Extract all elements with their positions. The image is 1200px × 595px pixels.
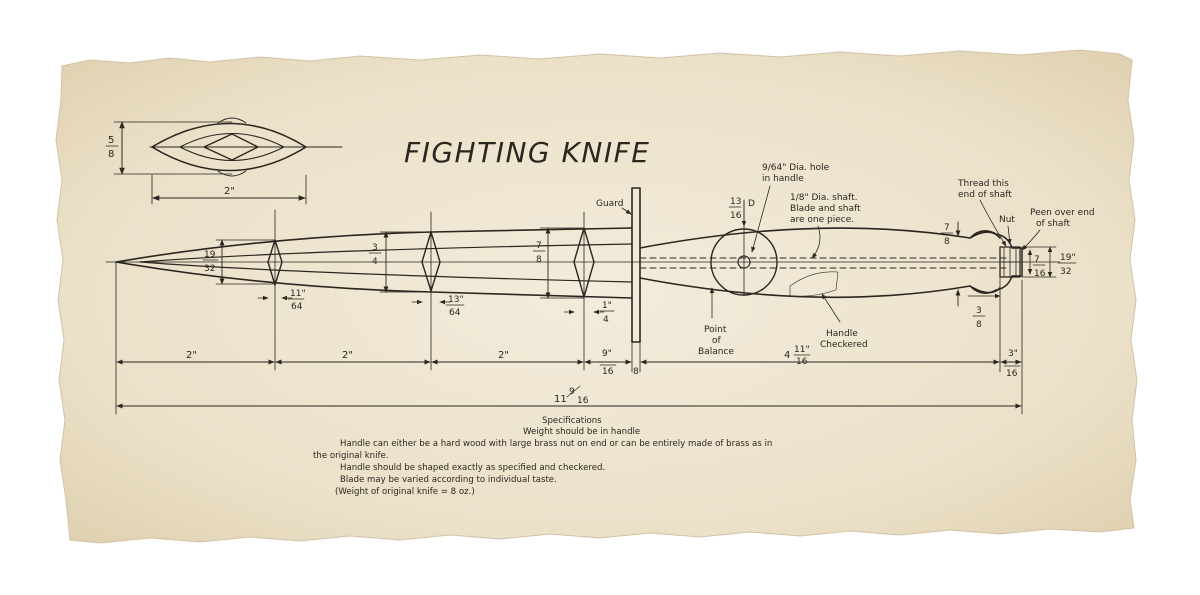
handle-len-num: 11" <box>794 345 810 355</box>
overall-den: 16 <box>577 396 589 406</box>
handle-len-den: 16 <box>796 357 808 367</box>
t3-num: 1" <box>602 301 612 311</box>
seg2-label: 2" <box>342 350 353 361</box>
nut-width-num: 3 <box>976 306 982 316</box>
shaft-line2: Blade and shaft <box>790 204 861 214</box>
shaft-line3: are one piece. <box>790 215 854 225</box>
t2-den: 64 <box>449 308 461 318</box>
t3-den: 4 <box>603 315 609 325</box>
nut-depth-num: 7 <box>1034 255 1040 265</box>
handle-height-den: 8 <box>944 237 950 247</box>
spec-line2: Handle can either be a hard wood with la… <box>340 439 772 449</box>
shaft-line1: 1/8" Dia. shaft. <box>790 193 857 203</box>
cross-section-view: 5 8 2" <box>105 117 343 205</box>
tip-height-den: 32 <box>204 264 215 274</box>
specifications: Specifications Weight should be in handl… <box>313 416 772 497</box>
pob-line2: of <box>712 336 722 346</box>
t1-num: 11" <box>290 289 306 299</box>
checkered-line2: Checkered <box>820 340 868 350</box>
nut-label: Nut <box>999 215 1015 225</box>
hole-line1: 9/64" Dia. hole <box>762 163 830 173</box>
spec-line3: the original knife. <box>313 451 389 461</box>
diameter-D: D <box>748 199 755 209</box>
peen-line2: of shaft <box>1036 219 1070 229</box>
pommel-den: 16 <box>1006 369 1018 379</box>
cross-height-num: 5 <box>108 135 114 146</box>
guard-len-den: 16 <box>602 367 614 377</box>
spec-line5: Blade may be varied according to individ… <box>340 475 557 485</box>
base-height-den: 8 <box>536 255 542 265</box>
thread-line2: end of shaft <box>958 190 1012 200</box>
cross-height-den: 8 <box>108 149 114 160</box>
length-dimensions: 2" 2" 2" 9" 16 8 4 11" 16 3" 16 11 9 16 <box>115 261 1023 415</box>
spec-line4: Handle should be shaped exactly as speci… <box>340 463 605 473</box>
seg3-label: 2" <box>498 350 509 361</box>
t2-num: 13" <box>448 295 464 305</box>
overall-num: 9 <box>569 387 575 397</box>
handle-callouts: 9/64" Dia. hole in handle 1/8" Dia. shaf… <box>698 163 1095 357</box>
blade-side-view: 19 32 3 4 7 8 11" 64 13" 64 1" 4 <box>105 209 1061 371</box>
nut-height-den: 32 <box>1060 267 1071 277</box>
thread-line1: Thread this <box>957 179 1009 189</box>
overall-whole: 11 <box>554 394 567 405</box>
seg1-label: 2" <box>186 350 197 361</box>
guard-height-num: 13 <box>730 197 741 207</box>
spec-line6: (Weight of original knife = 8 oz.) <box>335 487 475 497</box>
peen-line1: Peen over end <box>1030 208 1095 218</box>
tip-height-num: 19 <box>204 250 216 260</box>
handle-side-view <box>639 199 1023 299</box>
pommel-num: 3" <box>1008 349 1018 359</box>
checkered-line1: Handle <box>826 329 858 339</box>
drawing-title: FIGHTING KNIFE <box>404 136 650 169</box>
guard: Guard <box>596 187 641 343</box>
guard-label: Guard <box>596 199 623 209</box>
nut-depth-den: 16 <box>1034 269 1046 279</box>
base-height-num: 7 <box>536 241 542 251</box>
cross-width-label: 2" <box>224 186 235 197</box>
handle-len-whole: 4 <box>784 350 790 361</box>
spec-line1: Weight should be in handle <box>523 427 640 437</box>
t1-den: 64 <box>291 302 303 312</box>
nut-height-num: 19" <box>1060 253 1076 263</box>
mid-height-num: 3 <box>372 243 378 253</box>
mid-height-den: 4 <box>372 257 378 267</box>
guard-height-den: 16 <box>730 211 742 221</box>
guard-len-num: 9" <box>602 349 612 359</box>
hole-line2: in handle <box>762 174 804 184</box>
pob-line1: Point <box>704 325 727 335</box>
handle-height-num: 7 <box>944 223 950 233</box>
spec-heading: Specifications <box>542 416 602 426</box>
guard-thickness: 8 <box>633 367 639 377</box>
pob-line3: Balance <box>698 347 734 357</box>
nut-width-den: 8 <box>976 320 982 330</box>
